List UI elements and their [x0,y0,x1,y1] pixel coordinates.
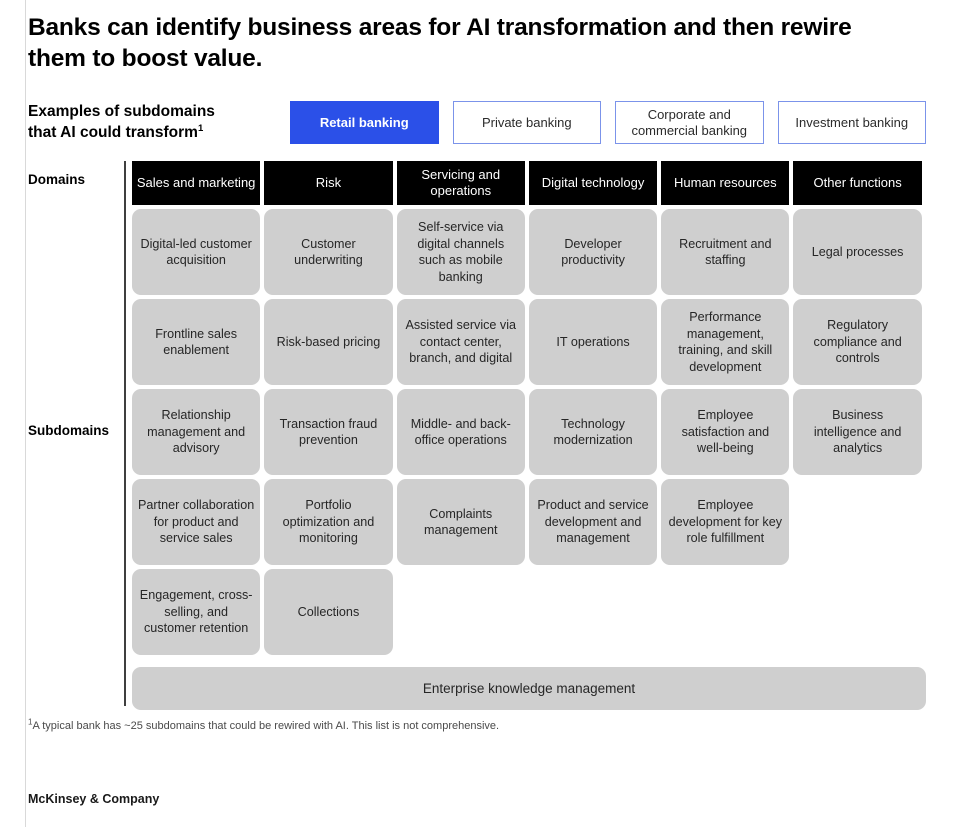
footnote-superscript-marker: 1 [28,717,33,727]
row-label-subdomains: Subdomains [28,423,110,438]
domain-header-risk[interactable]: Risk [264,161,393,205]
tab-strip-label-line2: that AI could transform [28,124,198,141]
tab-strip-label: Examples of subdomains that AI could tra… [28,101,278,143]
subdomain-cell[interactable]: Self-service via digital channels such a… [396,209,525,295]
subdomain-row: Relationship management and advisory Tra… [132,389,926,475]
subdomain-cell-empty [661,569,789,655]
domain-header-sales-and-marketing[interactable]: Sales and marketing [132,161,261,205]
tab-strip-label-line1: Examples of subdomains [28,103,215,120]
footnote: 1A typical bank has ~25 subdomains that … [28,717,928,734]
subdomain-row: Partner collaboration for product and se… [132,479,926,565]
page-title: Banks can identify business areas for AI… [28,14,852,72]
subdomain-row: Engagement, cross-selling, and customer … [132,569,926,655]
domain-header-human-resources[interactable]: Human resources [661,161,790,205]
domain-header-other-functions[interactable]: Other functions [793,161,922,205]
subdomain-cell[interactable]: Recruitment and staffing [661,209,790,295]
subdomain-cell[interactable]: IT operations [528,299,658,385]
page-left-rule [25,0,26,827]
footnote-text: A typical bank has ~25 subdomains that c… [32,720,500,732]
subdomain-row: Frontline sales enablement Risk-based pr… [132,299,926,385]
subdomain-cell-empty [529,569,657,655]
subdomain-cell[interactable]: Performance management, training, and sk… [661,299,790,385]
subdomain-cell[interactable]: Digital-led customer acquisition [132,209,261,295]
subdomain-cell[interactable]: Risk-based pricing [264,299,393,385]
row-label-domains: Domains [28,172,86,187]
domain-header-row: Sales and marketing Risk Servicing and o… [132,161,926,205]
subdomain-cell[interactable]: Relationship management and advisory [132,389,261,475]
subdomain-cell[interactable]: Partner collaboration for product and se… [132,479,261,565]
subdomain-cell[interactable]: Legal processes [793,209,922,295]
subdomain-cell[interactable]: Employee satisfaction and well-being [661,389,790,475]
subdomain-cell[interactable]: Assisted service via contact center, bra… [396,299,525,385]
enterprise-knowledge-management-bar[interactable]: Enterprise knowledge management [132,667,926,710]
tab-investment-banking[interactable]: Investment banking [777,101,926,144]
subdomain-cell[interactable]: Regulatory compliance and controls [793,299,922,385]
subdomain-cell-empty [397,569,525,655]
subdomain-cell[interactable]: Customer underwriting [264,209,393,295]
grid-vertical-divider [124,161,126,706]
subdomain-cell[interactable]: Portfolio optimization and monitoring [264,479,393,565]
domain-grid: Sales and marketing Risk Servicing and o… [132,161,926,710]
domain-header-servicing-and-operations[interactable]: Servicing and operations [396,161,525,205]
domain-header-digital-technology[interactable]: Digital technology [528,161,658,205]
segment-tab-strip: Retail banking Private banking Corporate… [290,101,926,144]
tab-corporate-and-commercial-banking[interactable]: Corporate and commercial banking [615,101,764,144]
tab-retail-banking[interactable]: Retail banking [290,101,439,144]
subdomain-cell[interactable]: Complaints management [396,479,525,565]
subdomain-cell-empty [793,569,921,655]
tab-private-banking[interactable]: Private banking [452,101,601,144]
footnote-marker: 1 [197,122,204,134]
subdomain-cell[interactable]: Frontline sales enablement [132,299,261,385]
subdomain-cell[interactable]: Transaction fraud prevention [264,389,393,475]
brand-mckinsey: McKinsey & Company [28,792,160,806]
subdomain-cell[interactable]: Employee development for key role fulfil… [661,479,790,565]
subdomain-cell[interactable]: Business intelligence and analytics [793,389,922,475]
subdomain-cell[interactable]: Collections [264,569,393,655]
subdomain-cell[interactable]: Technology modernization [528,389,658,475]
subdomain-cell[interactable]: Product and service development and mana… [528,479,658,565]
subdomain-cell-empty [793,479,921,565]
subdomain-row: Digital-led customer acquisition Custome… [132,209,926,295]
subdomain-cell[interactable]: Engagement, cross-selling, and customer … [132,569,261,655]
subdomain-cell[interactable]: Developer productivity [528,209,658,295]
subdomain-cell[interactable]: Middle- and back-office operations [396,389,525,475]
